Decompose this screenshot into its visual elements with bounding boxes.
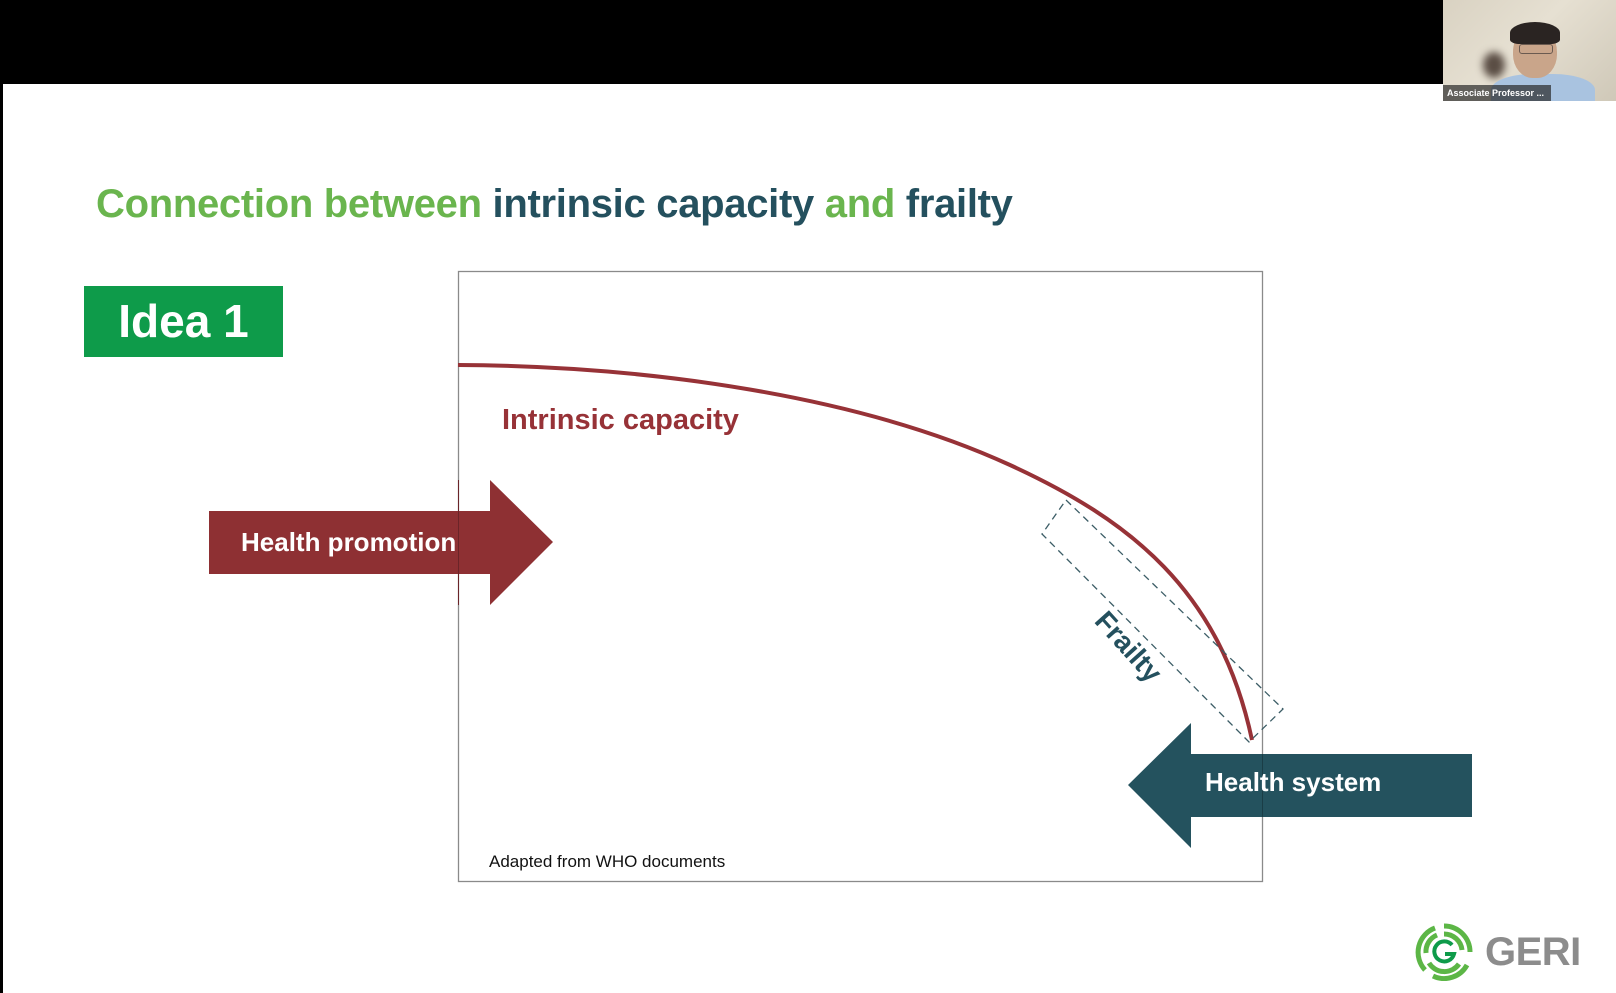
- health-system-arrow: [1128, 723, 1472, 848]
- screen-share-left-edge: [0, 84, 3, 993]
- geri-logo: GERI: [1415, 923, 1581, 981]
- participant-name-label: Associate Professor ...: [1443, 85, 1551, 101]
- geri-logo-text: GERI: [1485, 929, 1581, 974]
- frailty-highlight-box: [1041, 499, 1284, 743]
- health-promotion-arrow: [209, 480, 553, 605]
- participant-hair: [1510, 22, 1560, 44]
- intrinsic-capacity-label: Intrinsic capacity: [502, 404, 739, 436]
- geri-spiral-g-icon: [1415, 923, 1473, 981]
- meeting-top-bar: [0, 0, 1616, 84]
- health-promotion-label: Health promotion: [241, 527, 457, 557]
- participant-video-thumbnail[interactable]: Associate Professor ...: [1443, 0, 1616, 101]
- title-part-2: intrinsic capacity: [492, 182, 825, 226]
- slide-title: Connection between intrinsic capacity an…: [96, 182, 1013, 227]
- title-part-1: Connection between: [96, 182, 493, 226]
- participant-glasses: [1519, 44, 1553, 54]
- title-part-3: and: [824, 182, 906, 226]
- intrinsic-capacity-curve: [457, 363, 1254, 741]
- health-system-label: Health system: [1205, 767, 1382, 797]
- video-background-blur: [1483, 52, 1505, 78]
- idea-badge: Idea 1: [84, 286, 283, 357]
- title-part-4: frailty: [905, 182, 1013, 226]
- source-note: Adapted from WHO documents: [489, 852, 726, 871]
